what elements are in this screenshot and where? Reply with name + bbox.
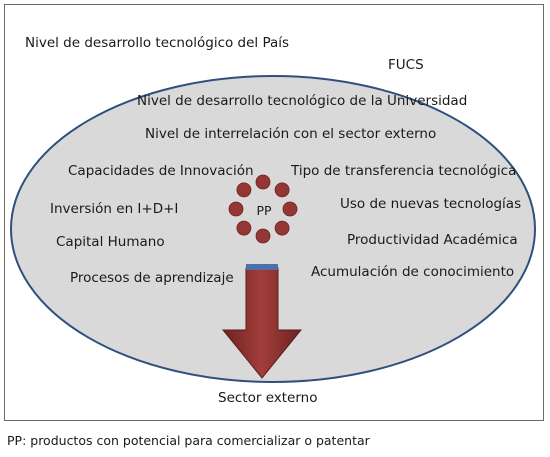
pp-circle (236, 220, 252, 236)
pp-circle (236, 182, 252, 198)
left-factor: Capital Humano (56, 234, 165, 250)
pp-circle (228, 201, 244, 217)
left-factor: Capacidades de Innovación (68, 163, 254, 179)
center-label: PP (256, 203, 272, 218)
right-factor: Uso de nuevas tecnologías (340, 196, 521, 212)
left-factor: Inversión en I+D+I (50, 201, 178, 217)
pp-circle (274, 220, 290, 236)
pp-circle (255, 228, 271, 244)
pp-circle (282, 201, 298, 217)
fucs-ellipse (10, 75, 536, 383)
arrow-top-band (246, 264, 278, 270)
arrow-target-label: Sector externo (218, 390, 317, 406)
right-factor: Productividad Académica (347, 232, 518, 248)
outer-title: Nivel de desarrollo tecnológico del País (25, 35, 289, 51)
right-factor: Tipo de transferencia tecnológica (290, 163, 516, 179)
arrow-to-sector-externo (221, 264, 303, 379)
left-factor: Procesos de aprendizaje (70, 270, 234, 286)
caption: PP: productos con potencial para comerci… (7, 433, 370, 448)
inner-title: Nivel de desarrollo tecnológico de la Un… (137, 93, 467, 109)
pp-circle (274, 182, 290, 198)
right-factor: Acumulación de conocimiento (311, 264, 514, 280)
pp-circle (255, 174, 271, 190)
relation-label: Nivel de interrelación con el sector ext… (145, 126, 436, 142)
ellipse-label: FUCS (388, 57, 424, 73)
pp-circle-ring (228, 174, 298, 244)
